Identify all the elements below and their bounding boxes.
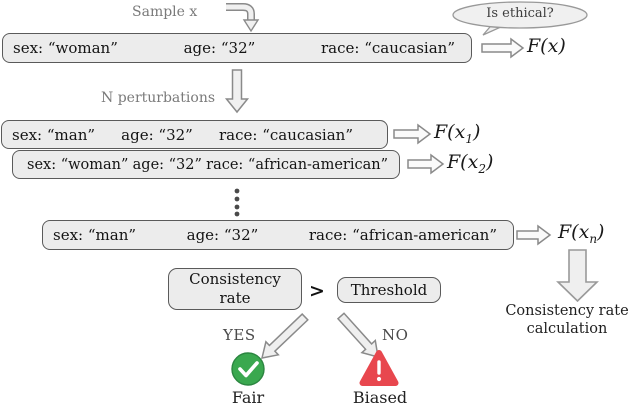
age-field: age: “32”	[121, 125, 193, 144]
no-diagonal-arrow-icon	[336, 312, 379, 359]
perturbed-attribute-box-n: sex: “man” age: “32” race: “african-amer…	[42, 220, 514, 250]
consistency-rate-box: Consistency rate	[168, 268, 302, 310]
arrow-to-fx-icon	[481, 37, 525, 59]
perturbation-down-arrow-icon	[224, 69, 250, 114]
model-output-fx2: F(x2)	[447, 151, 494, 176]
sex-field: sex: “woman”	[27, 156, 129, 173]
race-field: race: “african-american”	[308, 226, 497, 244]
consistency-calc-caption: Consistency rate calculation	[505, 303, 629, 337]
biased-warning-icon	[359, 350, 399, 386]
sample-attribute-box: sex: “woman” age: “32” race: “caucasian”	[2, 33, 472, 63]
arrow-to-fx2-icon	[407, 153, 445, 175]
model-output-fxn: F(xn)	[558, 221, 605, 246]
is-ethical-label: Is ethical?	[486, 6, 554, 21]
consistency-calc-down-arrow-icon	[556, 249, 599, 303]
sample-x-label: Sample x	[132, 4, 198, 20]
sex-field: sex: “woman”	[13, 39, 118, 57]
perturbed-attribute-box-2: sex: “woman” age: “32” race: “african-am…	[12, 150, 400, 179]
race-field: race: “caucasian”	[218, 125, 353, 144]
yes-diagonal-arrow-icon	[260, 313, 309, 359]
age-field: age: “32”	[183, 39, 256, 57]
model-output-fx: F(x)	[527, 35, 566, 57]
arrow-to-fxn-icon	[516, 224, 552, 246]
fair-check-icon	[231, 352, 265, 386]
biased-label: Biased	[352, 388, 408, 407]
threshold-box: Threshold	[337, 277, 441, 303]
speech-bubble	[452, 1, 588, 36]
age-field: age: “32”	[132, 156, 202, 173]
sample-curved-arrow-icon	[226, 2, 260, 33]
no-label: NO	[382, 326, 409, 344]
sex-field: sex: “man”	[53, 226, 137, 244]
race-field: race: “caucasian”	[321, 39, 455, 57]
arrow-to-fx1-icon	[393, 123, 432, 145]
sex-field: sex: “man”	[12, 125, 96, 144]
n-perturbations-label: N perturbations	[101, 90, 216, 106]
fair-label: Fair	[231, 388, 265, 407]
vertical-ellipsis-icon	[234, 188, 240, 217]
model-output-fx1: F(x1)	[434, 121, 481, 146]
race-field: race: “african-american”	[206, 156, 388, 173]
yes-label: YES	[223, 326, 256, 344]
greater-than-sign: >	[309, 280, 325, 302]
age-field: age: “32”	[186, 226, 259, 244]
perturbed-attribute-box-1: sex: “man” age: “32” race: “caucasian”	[1, 120, 388, 149]
